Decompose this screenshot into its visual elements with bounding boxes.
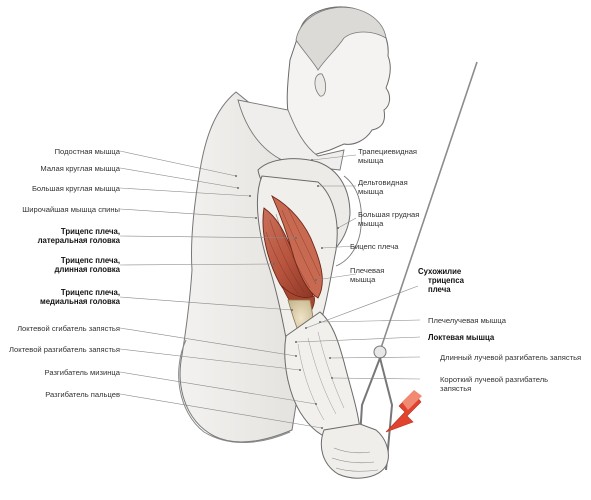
label-triceps-medial: Трицепс плеча, медиальная головка <box>40 288 120 306</box>
label-triceps-lateral-line2: латеральная головка <box>38 236 120 245</box>
label-trapezius-line1: Трапециевидная <box>358 147 417 156</box>
label-pectoralis-major: Большая грудная мышца <box>358 210 419 228</box>
label-triceps-tendon-line1: Сухожилие <box>418 267 464 276</box>
label-ecr-longus: Длинный лучевой разгибатель запястья <box>440 353 581 362</box>
label-brachialis-line2: мышца <box>350 275 384 284</box>
label-ecr-brevis: Короткий лучевой разгибатель запястья <box>440 375 548 393</box>
label-triceps-long: Трицепс плеча, длинная головка <box>54 256 120 274</box>
label-brachialis-line1: Плечевая <box>350 266 384 275</box>
cable-pulley <box>374 346 386 358</box>
label-extensor-digiti-minimi: Разгибатель мизинца <box>45 368 121 377</box>
label-biceps: Бицепс плеча <box>350 242 398 251</box>
label-triceps-long-line1: Трицепс плеча, <box>54 256 120 265</box>
label-triceps-long-line2: длинная головка <box>54 265 120 274</box>
label-extensor-carpi-ulnaris: Локтевой разгибатель запястья <box>9 345 120 354</box>
label-deltoid-line2: мышца <box>358 187 408 196</box>
label-pectoralis-major-line2: мышца <box>358 219 419 228</box>
label-deltoid-line1: Дельтовидная <box>358 178 408 187</box>
label-teres-minor: Малая круглая мышца <box>40 164 120 173</box>
label-latissimus: Широчайшая мышца спины <box>22 205 120 214</box>
label-extensor-digitorum: Разгибатель пальцев <box>45 390 120 399</box>
label-infraspinatus: Подостная мышца <box>55 147 120 156</box>
label-brachioradialis: Плечелучевая мышца <box>428 316 506 325</box>
label-pectoralis-major-line1: Большая грудная <box>358 210 419 219</box>
label-ecr-brevis-line2: запястья <box>440 384 548 393</box>
label-flexor-carpi-ulnaris: Локтевой сгибатель запястья <box>17 324 120 333</box>
label-triceps-tendon-line2: трицепса <box>418 276 464 285</box>
label-ecr-brevis-line1: Короткий лучевой разгибатель <box>440 375 548 384</box>
label-triceps-tendon-line3: плеча <box>418 285 464 294</box>
label-triceps-medial-line1: Трицепс плеча, <box>40 288 120 297</box>
label-triceps-medial-line2: медиальная головка <box>40 297 120 306</box>
label-triceps-lateral-line1: Трицепс плеча, <box>38 227 120 236</box>
cable <box>381 62 477 348</box>
label-triceps-tendon: Сухожилие трицепса плеча <box>418 267 464 294</box>
label-trapezius: Трапециевидная мышца <box>358 147 417 165</box>
forearm <box>285 312 360 440</box>
label-triceps-lateral: Трицепс плеча, латеральная головка <box>38 227 120 245</box>
label-brachialis: Плечевая мышца <box>350 266 384 284</box>
label-teres-major: Большая круглая мышца <box>32 184 120 193</box>
hand <box>321 424 388 478</box>
label-trapezius-line2: мышца <box>358 156 417 165</box>
label-deltoid: Дельтовидная мышца <box>358 178 408 196</box>
label-anconeus: Локтевая мышца <box>428 333 494 342</box>
